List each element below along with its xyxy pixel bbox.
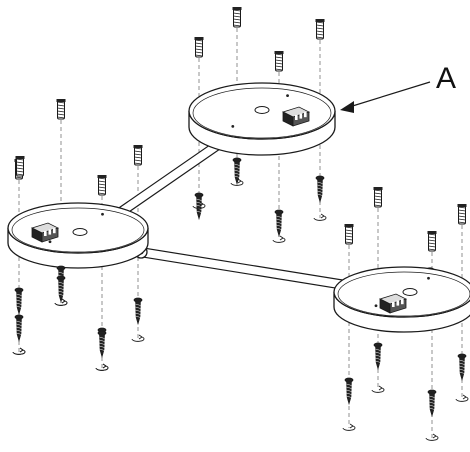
rotation-marker <box>230 178 244 186</box>
screw <box>14 287 24 316</box>
connecting-arm <box>138 246 351 291</box>
plate-rim <box>7 202 149 254</box>
plate-rim <box>333 266 470 318</box>
callout-leader-line <box>345 81 431 109</box>
screw <box>274 209 284 238</box>
screw <box>194 192 204 221</box>
mounting-plate <box>188 82 336 156</box>
wall-anchor <box>457 204 467 225</box>
plate-screw-hole <box>374 304 378 308</box>
plate-screw-hole <box>231 125 235 128</box>
rotation-marker <box>455 394 469 402</box>
wall-anchor <box>274 51 284 72</box>
wall-anchor <box>194 37 204 58</box>
terminal-block <box>378 293 408 314</box>
plate-screw-hole <box>286 94 289 97</box>
plate-center-hole <box>72 228 88 236</box>
wall-anchor <box>97 175 107 196</box>
screw <box>457 353 467 382</box>
callout-leader <box>340 81 431 113</box>
wall-anchor <box>15 156 25 177</box>
rotation-marker <box>371 385 385 393</box>
rotation-marker <box>425 433 439 441</box>
rotation-marker <box>342 423 356 431</box>
rotation-marker <box>131 334 145 342</box>
plate-center-hole <box>254 106 270 114</box>
plate-screw-hole <box>48 240 52 244</box>
callout-arrowhead <box>340 101 354 113</box>
rotation-marker <box>95 363 109 371</box>
screw <box>14 314 24 343</box>
wall-anchor <box>315 19 325 40</box>
wall-anchor <box>232 7 242 28</box>
mounting-plate <box>333 266 470 333</box>
wall-anchor <box>133 145 143 166</box>
screw <box>373 342 383 371</box>
plate-screw-hole <box>101 212 104 216</box>
wall-anchor <box>344 224 354 245</box>
screw <box>315 175 325 204</box>
wall-anchor <box>427 231 437 252</box>
screw <box>344 377 354 406</box>
fasteners <box>12 7 469 441</box>
screw <box>427 389 437 418</box>
terminal-block <box>281 106 311 127</box>
mounting-plate <box>7 202 149 269</box>
plate-inner-rim <box>192 87 332 139</box>
screw <box>133 297 143 326</box>
rotation-marker <box>54 298 68 306</box>
rotation-marker <box>192 201 206 209</box>
wall-anchor <box>373 187 383 208</box>
plate-center-hole <box>402 288 418 296</box>
plate-inner-rim <box>11 207 145 253</box>
plate-inner-rim <box>337 271 470 317</box>
rotation-marker <box>313 213 327 221</box>
mounting-plates <box>7 82 470 333</box>
rotation-marker <box>272 235 286 243</box>
screw <box>97 330 107 359</box>
plate-screw-hole <box>427 276 430 280</box>
wall-anchor <box>56 99 66 120</box>
screw <box>232 157 242 186</box>
callout-label-a: A <box>436 62 457 95</box>
screw <box>56 275 66 304</box>
rotation-marker <box>12 347 26 355</box>
terminal-block <box>30 222 60 243</box>
